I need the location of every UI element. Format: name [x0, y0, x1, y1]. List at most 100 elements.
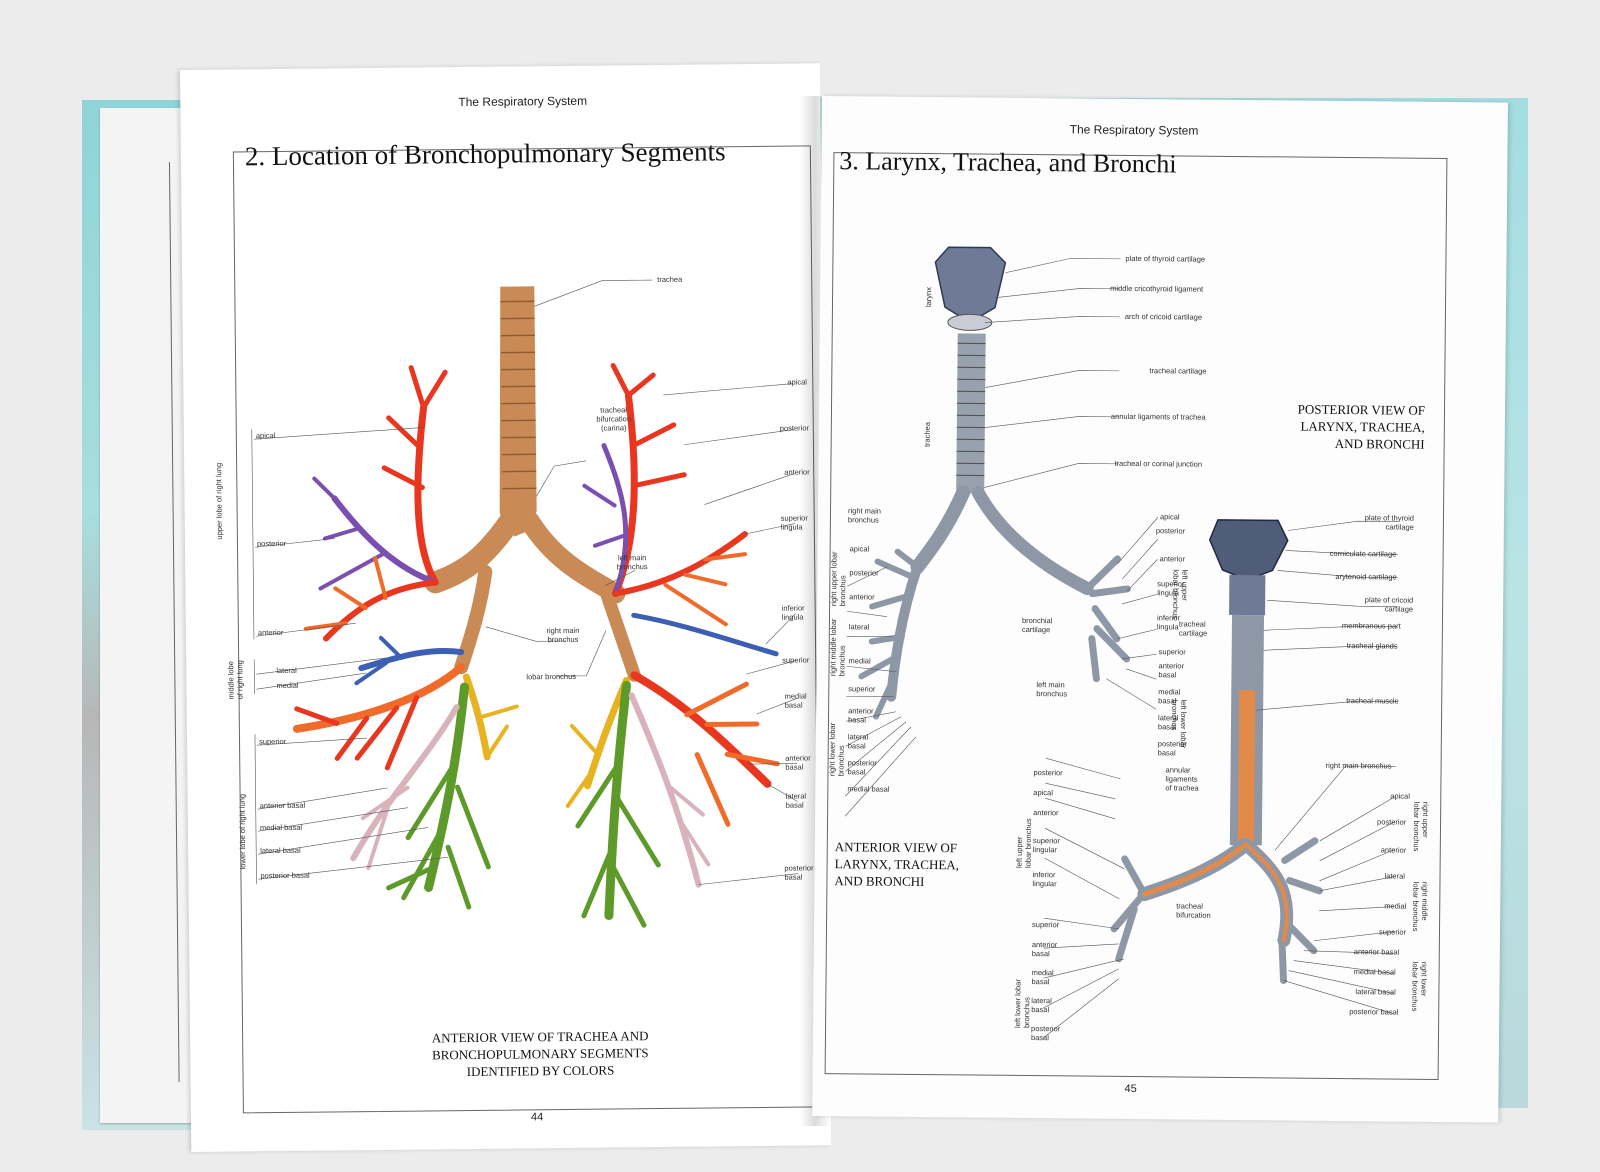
label-trachea: trachea — [657, 274, 683, 285]
posterior-caption-line: LARYNX, TRACHEA, — [1300, 418, 1425, 435]
right-lung-branches — [292, 365, 519, 910]
left-caption: ANTERIOR VIEW OF TRACHEA AND BRONCHOPULM… — [420, 1027, 661, 1081]
ant-label-thyroid: plate of thyroid cartilage — [1125, 253, 1206, 264]
ant-label-medial: medial — [848, 656, 871, 666]
left-page-number: 44 — [530, 1111, 544, 1124]
post-label-l-superior: superior — [1032, 920, 1060, 930]
label-r-anterior: anterior — [257, 627, 284, 638]
ant-label-posterior: posterior — [849, 568, 879, 578]
label-r-lateral: lateral — [276, 665, 297, 676]
leader-lines — [251, 279, 799, 885]
post-label-r-superior: superior — [1378, 927, 1407, 937]
side-label-larynx: larynx — [923, 286, 934, 308]
post-label-l-posterior: posterior — [1033, 768, 1063, 778]
post-label-l-inferior-lingular: inferior lingular — [1032, 870, 1057, 889]
posterior-caption-line: AND BRONCHI — [1334, 435, 1425, 452]
anterior-bronchi — [858, 485, 1131, 720]
post-label-glands: tracheal glands — [1346, 641, 1398, 651]
main-bronchi — [424, 510, 641, 682]
post-label-bifurcation: tracheal bifurcation — [1176, 901, 1211, 920]
ant-label-l-posterior: posterior — [1155, 526, 1186, 536]
ant-label-l-anterior: anterior — [1159, 554, 1186, 564]
label-right-main-bronchus: right main bronchus — [546, 625, 580, 645]
side-label-right-upper-lobar-bronchus: right upper lobar bronchus — [829, 551, 848, 607]
side-label-post-right-middle: right middle lobar bronchus — [1411, 881, 1430, 932]
post-label-r-medial-basal: medial basal — [1353, 967, 1396, 977]
ant-label-l-apical: apical — [1159, 512, 1180, 522]
label-r-anterior-basal: anterior basal — [259, 800, 306, 811]
anterior-caption-line: LARYNX, TRACHEA, — [834, 856, 960, 873]
post-label-r-posterior-basal: posterior basal — [1349, 1007, 1399, 1017]
post-label-r-lateral-basal: lateral basal — [1355, 987, 1396, 997]
post-label-annular: annular ligaments of trachea — [1165, 765, 1199, 793]
side-label-lower-lobe-right: lower lobe of right lung — [237, 793, 248, 870]
anterior-larynx — [934, 246, 1007, 331]
side-label-trachea: trachea — [922, 421, 932, 448]
post-label-thyroid: plate of thyroid cartilage — [1364, 513, 1415, 532]
ant-label-cricothyroid: middle cricothyroid ligament — [1110, 283, 1204, 294]
ant-label-anterior: anterior — [849, 592, 875, 602]
posterior-caption-line: POSTERIOR VIEW OF — [1297, 401, 1426, 418]
post-label-membranous: membranous part — [1341, 621, 1401, 631]
post-label-r-medial: medial — [1384, 901, 1407, 911]
ant-label-junction: tracheal or corinal junction — [1114, 458, 1203, 469]
ant-label-medial-basal: medial basal — [847, 784, 890, 794]
anterior-caption-line: ANTERIOR VIEW OF — [834, 839, 958, 856]
side-label-post-left-lower: left lower lobar bronchus — [1013, 979, 1032, 1029]
side-label-left-lower-lobar-bronchus: left lower lobar bronchus — [1169, 699, 1189, 749]
anterior-caption-line: AND BRONCHI — [834, 873, 925, 890]
side-label-post-right-upper: right upper lobar bronchus — [1411, 801, 1431, 852]
post-label-r-anterior: anterior — [1380, 845, 1407, 855]
post-label-r-anterior-basal: anterior basal — [1353, 947, 1400, 957]
left-page: The Respiratory System 2. Location of Br… — [168, 63, 832, 1152]
post-label-l-anterior-basal: anterior basal — [1031, 940, 1058, 959]
side-label-middle-lobe-right: middle lobe of right lung — [226, 660, 245, 700]
post-label-muscle: tracheal muscle — [1346, 696, 1399, 706]
ant-label-right-main: right main bronchus — [847, 506, 881, 525]
ant-label-tracheal-cartilage: tracheal cartilage — [1149, 366, 1207, 376]
larynx-trachea-illustration — [844, 246, 1398, 1039]
side-label-post-right-lower: right lower lobar bronchus — [1410, 961, 1429, 1012]
trachea-shape — [499, 286, 537, 537]
post-label-l-medial-basal: medial basal — [1031, 968, 1054, 987]
post-label-l-lateral-basal: lateral basal — [1031, 996, 1052, 1015]
post-label-l-superior-lingular: superior lingular — [1032, 836, 1061, 855]
post-label-right-main: right main bronchus — [1325, 760, 1392, 771]
side-label-post-left-upper: left upper lobar bronchus — [1014, 818, 1034, 869]
ant-label-apical: apical — [849, 544, 870, 554]
post-label-l-apical: apical — [1033, 788, 1053, 798]
posterior-larynx — [1208, 519, 1289, 616]
ant-label-annular: annular ligaments of trachea — [1110, 411, 1206, 422]
post-label-l-anterior: anterior — [1033, 808, 1059, 818]
post-label-r-apical: apical — [1390, 791, 1410, 801]
label-r-posterior: posterior — [256, 538, 287, 549]
ant-label-posterior-basal: posterior basal — [847, 758, 877, 777]
label-r-medial: medial — [276, 680, 299, 691]
post-label-l-posterior-basal: posterior basal — [1030, 1024, 1061, 1043]
label-r-apical: apical — [255, 431, 276, 441]
posterior-caption: POSTERIOR VIEW OF LARYNX, TRACHEA, AND B… — [1275, 400, 1426, 452]
label-lobar-bronchus: lobar bronchus — [526, 671, 577, 682]
ant-label-lateral-basal: lateral basal — [847, 732, 869, 751]
side-label-upper-lobe-right: upper lobe of right lung — [214, 462, 224, 540]
left-caption-line: BRONCHOPULMONARY SEGMENTS — [431, 1045, 649, 1063]
side-label-right-middle-lobar-bronchus: right middle lobar bronchus — [828, 618, 847, 677]
posterior-bronchi — [1110, 837, 1323, 984]
left-caption-line: IDENTIFIED BY COLORS — [466, 1062, 615, 1080]
posterior-trachea — [1229, 614, 1265, 851]
anterior-trachea — [956, 333, 986, 494]
post-label-arytenoid: arytenoid cartilage — [1335, 571, 1397, 582]
ant-label-anterior-basal: anterior basal — [847, 706, 874, 725]
ant-label-left-main: left main bronchus — [1036, 680, 1068, 699]
ant-label-l-superior: superior — [1158, 647, 1186, 657]
label-r-posterior-basal: posterior basal — [260, 870, 310, 881]
ant-label-bronchial-cartilage: bronchial cartilage — [1021, 615, 1053, 635]
right-page-leader-lines — [844, 258, 1398, 1039]
post-label-r-lateral: lateral — [1384, 871, 1406, 881]
ant-label-cricoid: arch of cricoid cartilage — [1124, 311, 1203, 322]
side-label-right-lower-lobar-bronchus: right lower lobar bronchus — [827, 722, 846, 777]
right-page-number: 45 — [1124, 1082, 1137, 1096]
post-label-r-posterior: posterior — [1377, 817, 1407, 827]
label-r-medial-basal: medial basal — [259, 822, 303, 833]
ant-label-lateral: lateral — [848, 622, 870, 632]
